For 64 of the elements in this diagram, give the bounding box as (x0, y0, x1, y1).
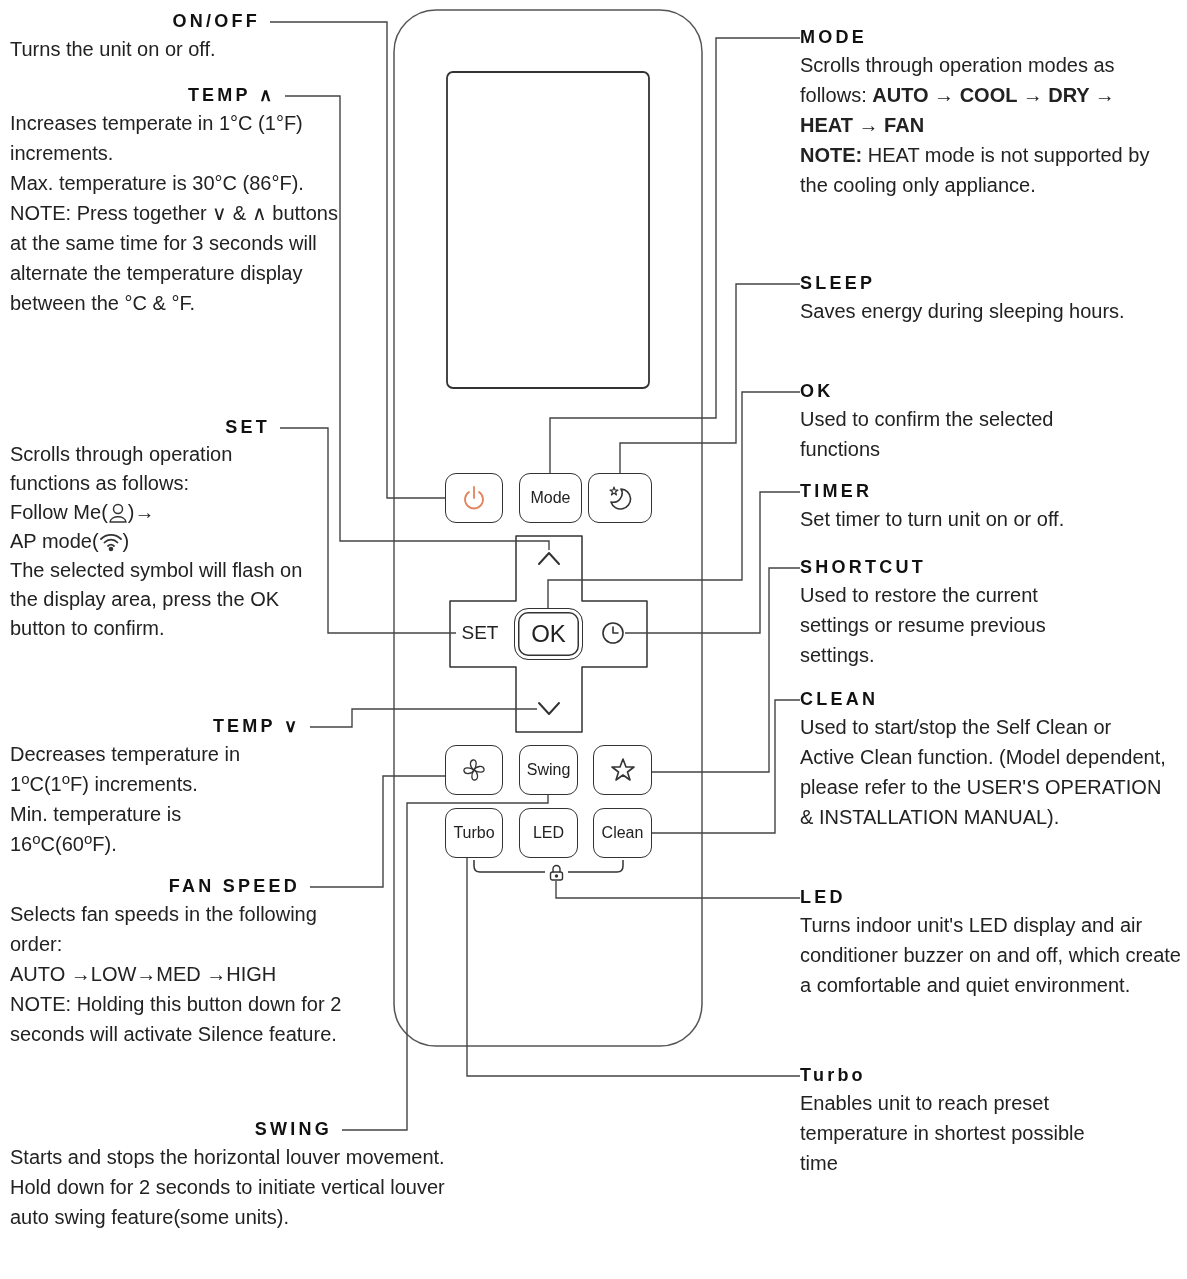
leader-line (555, 880, 801, 899)
description-text: AP mode( (10, 529, 99, 554)
description-text: Saves energy during sleeping hours. (800, 299, 1126, 324)
fan-button (445, 745, 503, 795)
description-text: Follow Me( (10, 500, 108, 525)
function-name: FAN SPEED (168, 876, 300, 896)
description-text: Turns indoor unit's LED display and air conditioner buzzer on and off, which create a comfortable and quiet environment. (800, 913, 1182, 998)
leader-line (651, 699, 801, 834)
function-name: TEMP ∨ (212, 716, 300, 736)
function-name: SLEEP (800, 273, 876, 293)
leader-line (651, 567, 801, 773)
led-button: LED (519, 808, 578, 858)
function-name: SWING (254, 1119, 332, 1139)
description-text: Used to restore the current settings or resume previous settings. (800, 583, 1047, 668)
swing-button: Swing (519, 745, 578, 795)
description-text: Enables unit to reach preset temperature in shortest possible time (800, 1091, 1086, 1176)
pad-label: SET (456, 620, 504, 646)
function-name: MODE (800, 27, 867, 47)
description-text: Min. temperature is 16$^{o}$C(60$^{o}$F). (10, 802, 183, 857)
description-text: Used to confirm the selected functions (800, 407, 1055, 462)
leader-line (619, 283, 801, 474)
leader-line (284, 95, 550, 551)
sleep-button (588, 473, 652, 523)
description-text: Used to start/stop the Self Clean or Active Clean function. (Model dependent, please refer to the USER'S OPERATION & INSTALLATION MANUAL). (800, 715, 1167, 830)
leader-line (547, 391, 801, 609)
description-text: Scrolls through operation functions as follows: (10, 442, 234, 496)
description-text: NOTE: Holding this button down for 2 seconds will activate Silence feature. (10, 992, 343, 1047)
leader-line (279, 427, 457, 634)
description-text: Max. temperature is 30°C (86°F). (10, 171, 305, 196)
description-text: AUTO →LOW→MED →HIGH (10, 962, 278, 987)
leader-line (269, 21, 446, 499)
ok-button: OK (514, 608, 583, 660)
function-name: CLEAN (800, 689, 879, 709)
description-text: The selected symbol will flash on the display area, press the OK button to confirm. (10, 558, 304, 641)
function-name: SET (225, 417, 270, 437)
turbo-button: Turbo (445, 808, 503, 858)
function-name: Turbo (800, 1065, 866, 1085)
description-text: Increases temperate in 1°C (1°F) increments. (10, 111, 304, 166)
star-button (593, 745, 652, 795)
function-name: TEMP ∧ (187, 85, 275, 105)
power-button (445, 473, 503, 523)
description-text: ) (122, 529, 130, 554)
leader-line (341, 794, 549, 1131)
description-text: NOTE: HEAT mode is not supported by the cooling only appliance. (800, 143, 1151, 198)
description-text: NOTE: Press together ∨ & ∧ buttons at the same time for 3 seconds will alternate the temperature display between the °C & °F. (10, 201, 339, 316)
leader-line (309, 775, 446, 888)
description-text: Decreases temperature in 1$^{o}$C(1$^{o}$F) increments. (10, 742, 242, 797)
description-text: Starts and stops the horizontal louver movement. Hold down for 2 seconds to initiate vertical louver auto swing feature(some units). (10, 1145, 446, 1230)
leader-line (309, 708, 538, 728)
description-text: )→ (127, 500, 155, 525)
description-text: Turns the unit on or off. (10, 37, 217, 62)
function-name: OK (800, 381, 834, 401)
description-text: Set timer to turn unit on or off. (800, 507, 1066, 532)
description-text: Selects fan speeds in the following order: (10, 902, 318, 957)
function-name: ON/OFF (172, 11, 260, 31)
function-name: SHORTCUT (800, 557, 926, 577)
mode-button: Mode (519, 473, 582, 523)
description-text: Scrolls through operation modes as follows: AUTO → COOL → DRY → HEAT → FAN (800, 53, 1116, 138)
leader-line (466, 857, 801, 1077)
clean-button: Clean (593, 808, 652, 858)
function-name: LED (800, 887, 846, 907)
leader-line (549, 37, 801, 474)
leader-line (624, 491, 801, 634)
function-name: TIMER (800, 481, 873, 501)
